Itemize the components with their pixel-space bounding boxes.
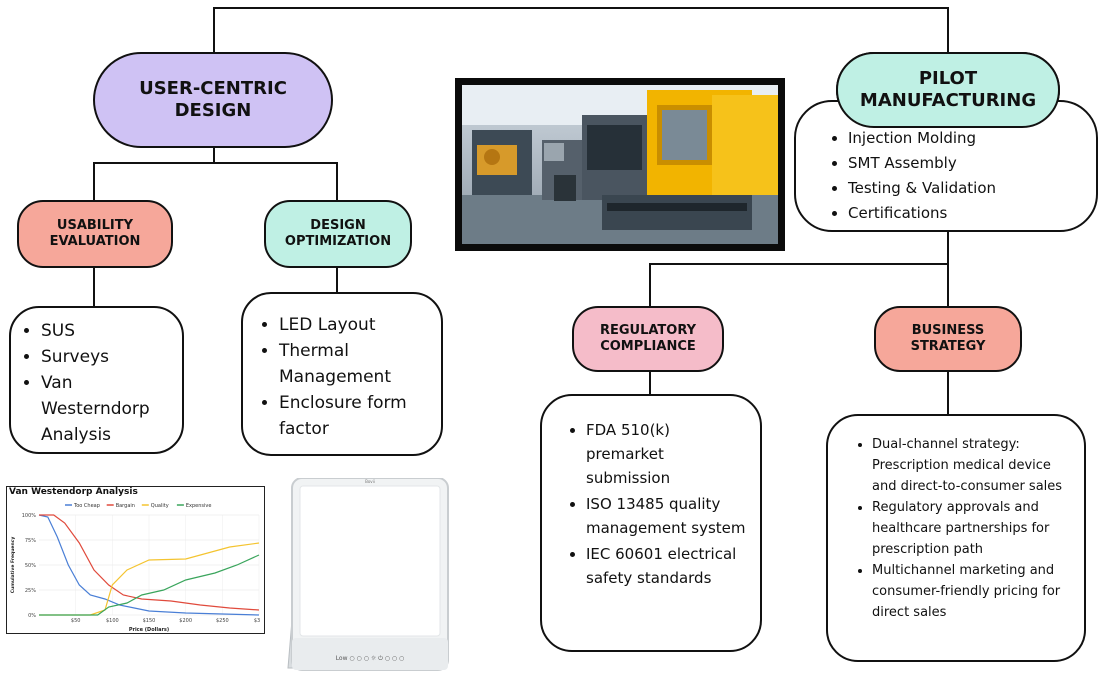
- y-tick-label: 50%: [25, 563, 36, 569]
- design-optimization-node: DESIGN OPTIMIZATION: [264, 200, 412, 268]
- usability-line2: EVALUATION: [49, 234, 141, 249]
- business-line2: STRATEGY: [910, 339, 986, 354]
- pilot-list: Injection Molding SMT Assembly Testing &…: [826, 126, 1078, 226]
- regulatory-compliance-node: REGULATORY COMPLIANCE: [572, 306, 724, 372]
- usability-evaluation-node: USABILITY EVALUATION: [17, 200, 173, 268]
- regulatory-list: FDA 510(k) premarket submission ISO 1348…: [564, 418, 746, 590]
- legend-label: Too Cheap: [73, 503, 100, 509]
- usability-line1: USABILITY: [56, 217, 134, 233]
- legend-label: Bargain: [116, 503, 135, 509]
- list-item: Multichannel marketing and consumer-frie…: [872, 560, 1074, 623]
- regulatory-line2: COMPLIANCE: [600, 339, 696, 354]
- list-item: Enclosure form factor: [279, 390, 427, 442]
- van-westendorp-chart: Van Westendorp Analysis 0% 25% 50% 75% 100% $…: [6, 486, 265, 634]
- pilot-line2: MANUFACTURING: [859, 90, 1037, 111]
- x-tick-label: $150: [143, 618, 156, 624]
- list-item: Thermal Management: [279, 338, 427, 390]
- list-item: SMT Assembly: [848, 151, 1078, 176]
- x-tick-label: $100: [106, 618, 119, 624]
- regulatory-list-card: FDA 510(k) premarket submission ISO 1348…: [540, 394, 762, 652]
- list-item: IEC 60601 electrical safety standards: [586, 542, 746, 590]
- usability-list: SUS Surveys Van Westerndorp Analysis: [19, 318, 172, 448]
- pilot-line1: PILOT: [918, 67, 978, 89]
- pilot-to-regulatory-connector: [649, 230, 949, 306]
- design-opt-line2: OPTIMIZATION: [284, 234, 392, 249]
- ucd-to-design-connector: [214, 162, 338, 200]
- series-line-quality: [39, 542, 260, 616]
- list-item: Van Westerndorp Analysis: [41, 370, 172, 448]
- regulatory-line1: REGULATORY: [599, 322, 697, 338]
- ucd-to-usability-connector: [93, 148, 215, 200]
- usability-list-card: SUS Surveys Van Westerndorp Analysis: [9, 306, 184, 454]
- user-centric-line2: DESIGN: [174, 100, 252, 121]
- list-item: Certifications: [848, 201, 1078, 226]
- design-optimization-list-card: LED Layout Thermal Management Enclosure …: [241, 292, 443, 456]
- x-tick-label: $50: [71, 618, 81, 624]
- list-item: Dual-channel strategy: Prescription medi…: [872, 434, 1074, 497]
- user-centric-design-node: USER-CENTRIC DESIGN: [93, 52, 333, 148]
- list-item: Surveys: [41, 344, 172, 370]
- light-therapy-device: Bovii Low ○ ○ ○ ☼ ⏻ ○ ○ ○: [278, 477, 458, 672]
- y-tick-label: 100%: [22, 513, 37, 519]
- y-tick-label: 25%: [25, 588, 36, 594]
- list-item: Injection Molding: [848, 126, 1078, 151]
- y-axis-label: Cumulative Frequency: [10, 537, 16, 594]
- factory-photo: [455, 78, 785, 251]
- light-therapy-lamp-image: Bovii Low ○ ○ ○ ☼ ⏻ ○ ○ ○: [287, 477, 449, 671]
- x-tick-label: $200: [179, 618, 192, 624]
- device-brand: Bovii: [365, 479, 375, 484]
- chart-plot: 0% 25% 50% 75% 100% $50 $100 $150 $200 $250 $3Pric…: [10, 503, 260, 633]
- list-item: Testing & Validation: [848, 176, 1078, 201]
- design-optimization-list: LED Layout Thermal Management Enclosure …: [257, 312, 427, 442]
- list-item: ISO 13485 quality management system: [586, 492, 746, 540]
- x-tick-label: $250: [216, 618, 229, 624]
- y-tick-label: 75%: [25, 538, 36, 544]
- design-opt-line1: DESIGN: [310, 217, 366, 233]
- x-tick-label: $3: [254, 618, 260, 624]
- pilot-manufacturing-node-front: PILOT MANUFACTURING: [836, 52, 1060, 128]
- chart-title: Van Westendorp Analysis: [9, 487, 138, 497]
- business-list: Dual-channel strategy: Prescription medi…: [850, 434, 1074, 623]
- device-controls: Low ○ ○ ○ ☼ ⏻ ○ ○ ○: [336, 655, 405, 662]
- business-strategy-list-card: Dual-channel strategy: Prescription medi…: [826, 414, 1086, 662]
- legend-label: Expensive: [186, 503, 212, 509]
- list-item: Regulatory approvals and healthcare part…: [872, 497, 1074, 560]
- legend-label: Quality: [151, 503, 169, 509]
- business-line1: BUSINESS: [911, 322, 985, 338]
- list-item: FDA 510(k) premarket submission: [586, 418, 746, 490]
- series-line-too-cheap: [38, 514, 260, 616]
- x-axis-label: Price (Dollars): [129, 627, 169, 633]
- series-line-expensive: [39, 554, 260, 616]
- series-line-bargain: [39, 514, 260, 611]
- list-item: LED Layout: [279, 312, 427, 338]
- y-tick-label: 0%: [28, 613, 36, 619]
- business-strategy-node: BUSINESS STRATEGY: [874, 306, 1022, 372]
- user-centric-line1: USER-CENTRIC: [139, 77, 287, 99]
- top-connector: [213, 7, 949, 52]
- injection-molding-machine-image: [462, 85, 778, 244]
- list-item: SUS: [41, 318, 172, 344]
